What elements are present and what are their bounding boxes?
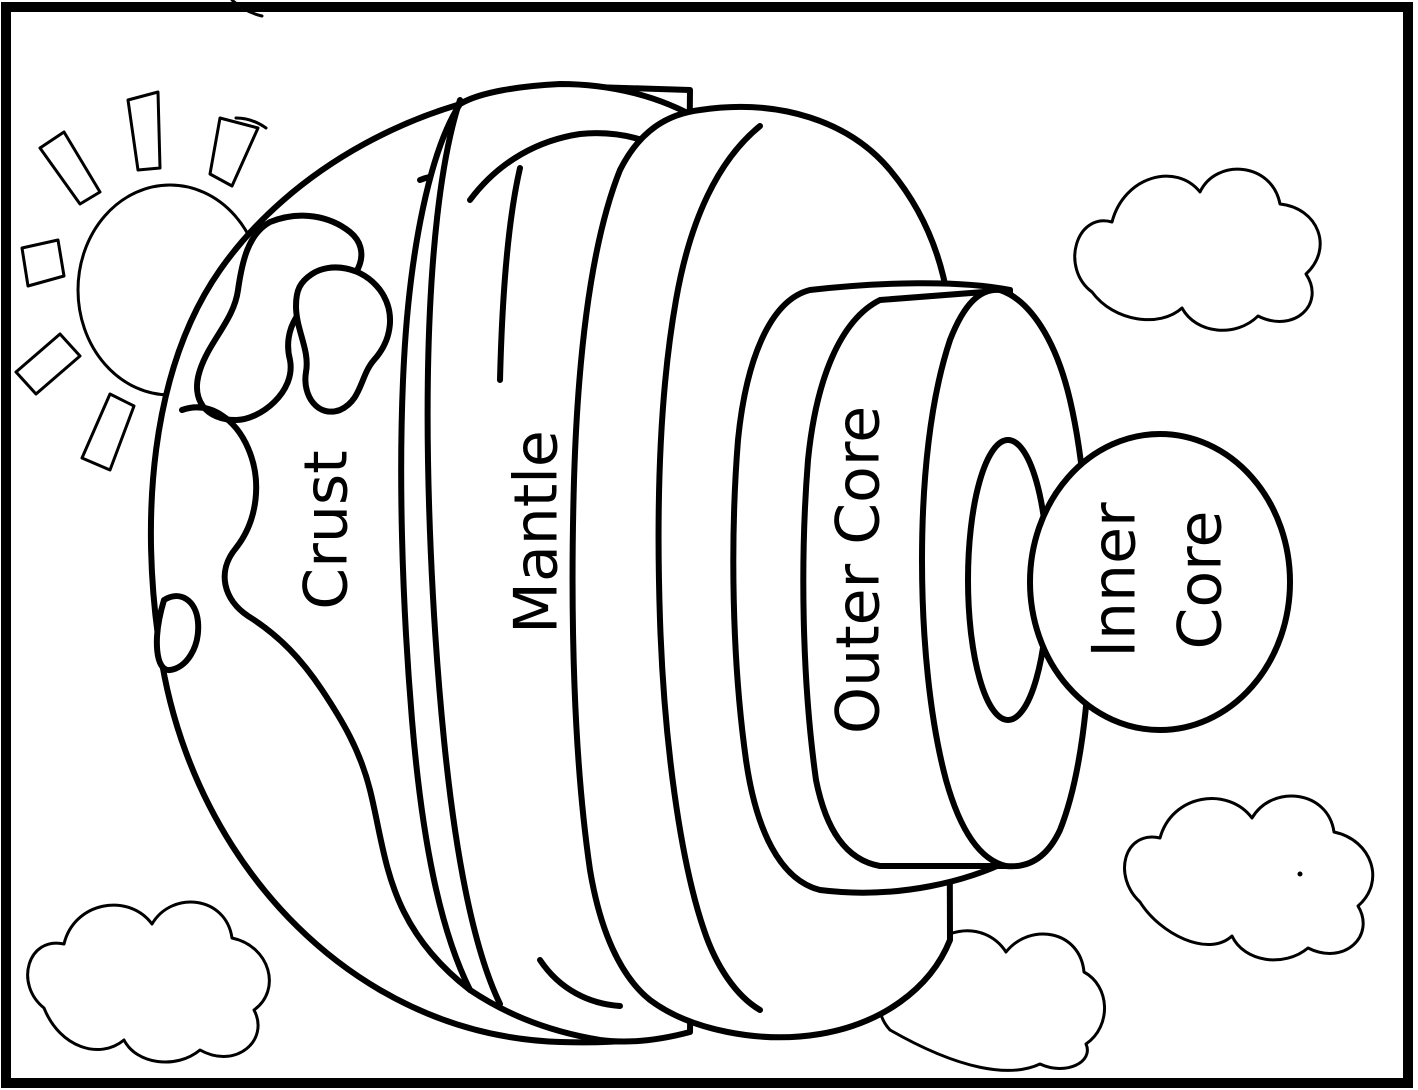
mantle-label: Mantle: [502, 430, 572, 634]
inner-core-layer: [965, 431, 1293, 733]
cloud-icon: [1123, 794, 1375, 962]
ink-dot: [1297, 871, 1303, 877]
cloud-icon: [26, 900, 271, 1064]
inner-core-label-line1: Inner: [1080, 502, 1150, 658]
crust-label: Crust: [292, 450, 362, 609]
outer-core-label: Outer Core: [824, 406, 894, 734]
cloud-icon: [1073, 167, 1322, 332]
inner-core-label-line2: Core: [1166, 511, 1236, 650]
stray-mark: [230, 0, 264, 18]
